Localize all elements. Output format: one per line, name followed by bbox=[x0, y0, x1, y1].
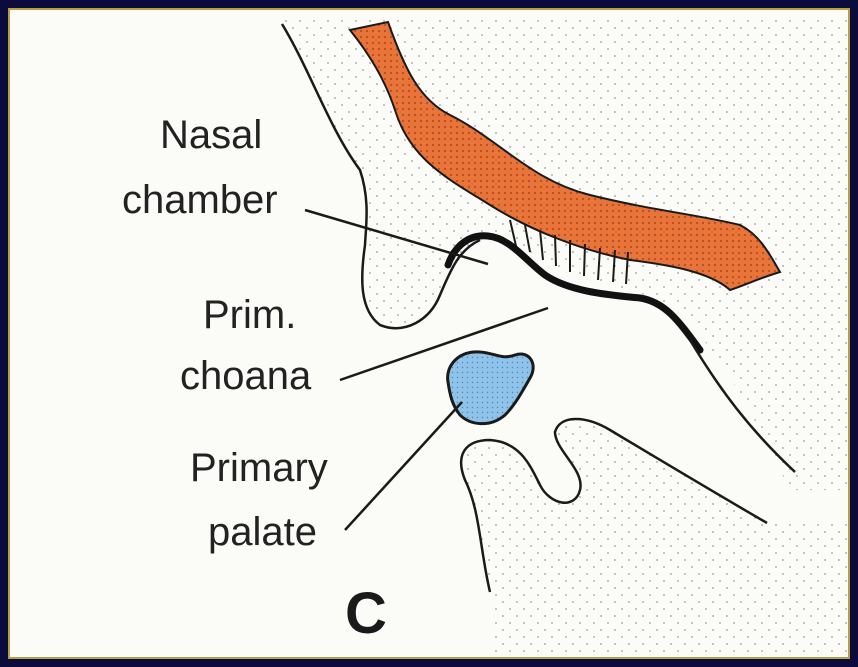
panel-letter: C bbox=[345, 580, 387, 647]
embryo-section-diagram bbox=[10, 10, 850, 659]
label-nasal-chamber-line2: chamber bbox=[122, 178, 278, 222]
label-primary-palate-line2: palate bbox=[208, 510, 317, 554]
label-nasal-chamber-line1: Nasal bbox=[160, 113, 262, 157]
diagram-panel: Nasal chamber Prim. choana Primary palat… bbox=[8, 8, 850, 659]
label-primary-palate-line1: Primary bbox=[190, 446, 328, 490]
label-prim-choana-line1: Prim. bbox=[203, 293, 296, 337]
label-prim-choana-line2: choana bbox=[180, 354, 311, 398]
primary-palate-shape bbox=[448, 352, 534, 424]
leader-primary-palate bbox=[345, 402, 462, 530]
